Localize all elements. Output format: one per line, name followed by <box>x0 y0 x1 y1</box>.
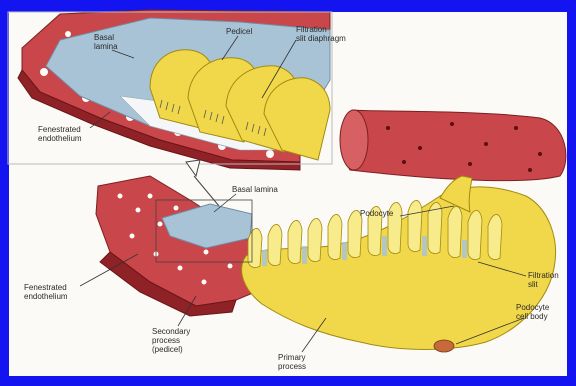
inset-illustration <box>8 10 332 170</box>
capillary <box>340 110 566 181</box>
podocyte <box>242 176 556 352</box>
main-podocyte-label: Podocyte <box>360 209 394 218</box>
main-basal-lamina-label: Basal lamina <box>232 185 278 194</box>
podocyte-nucleus <box>434 340 454 352</box>
inset-pedicel-label: Pedicel <box>226 27 252 36</box>
magnify-arrow <box>186 160 200 176</box>
main-endothelium <box>96 176 268 316</box>
